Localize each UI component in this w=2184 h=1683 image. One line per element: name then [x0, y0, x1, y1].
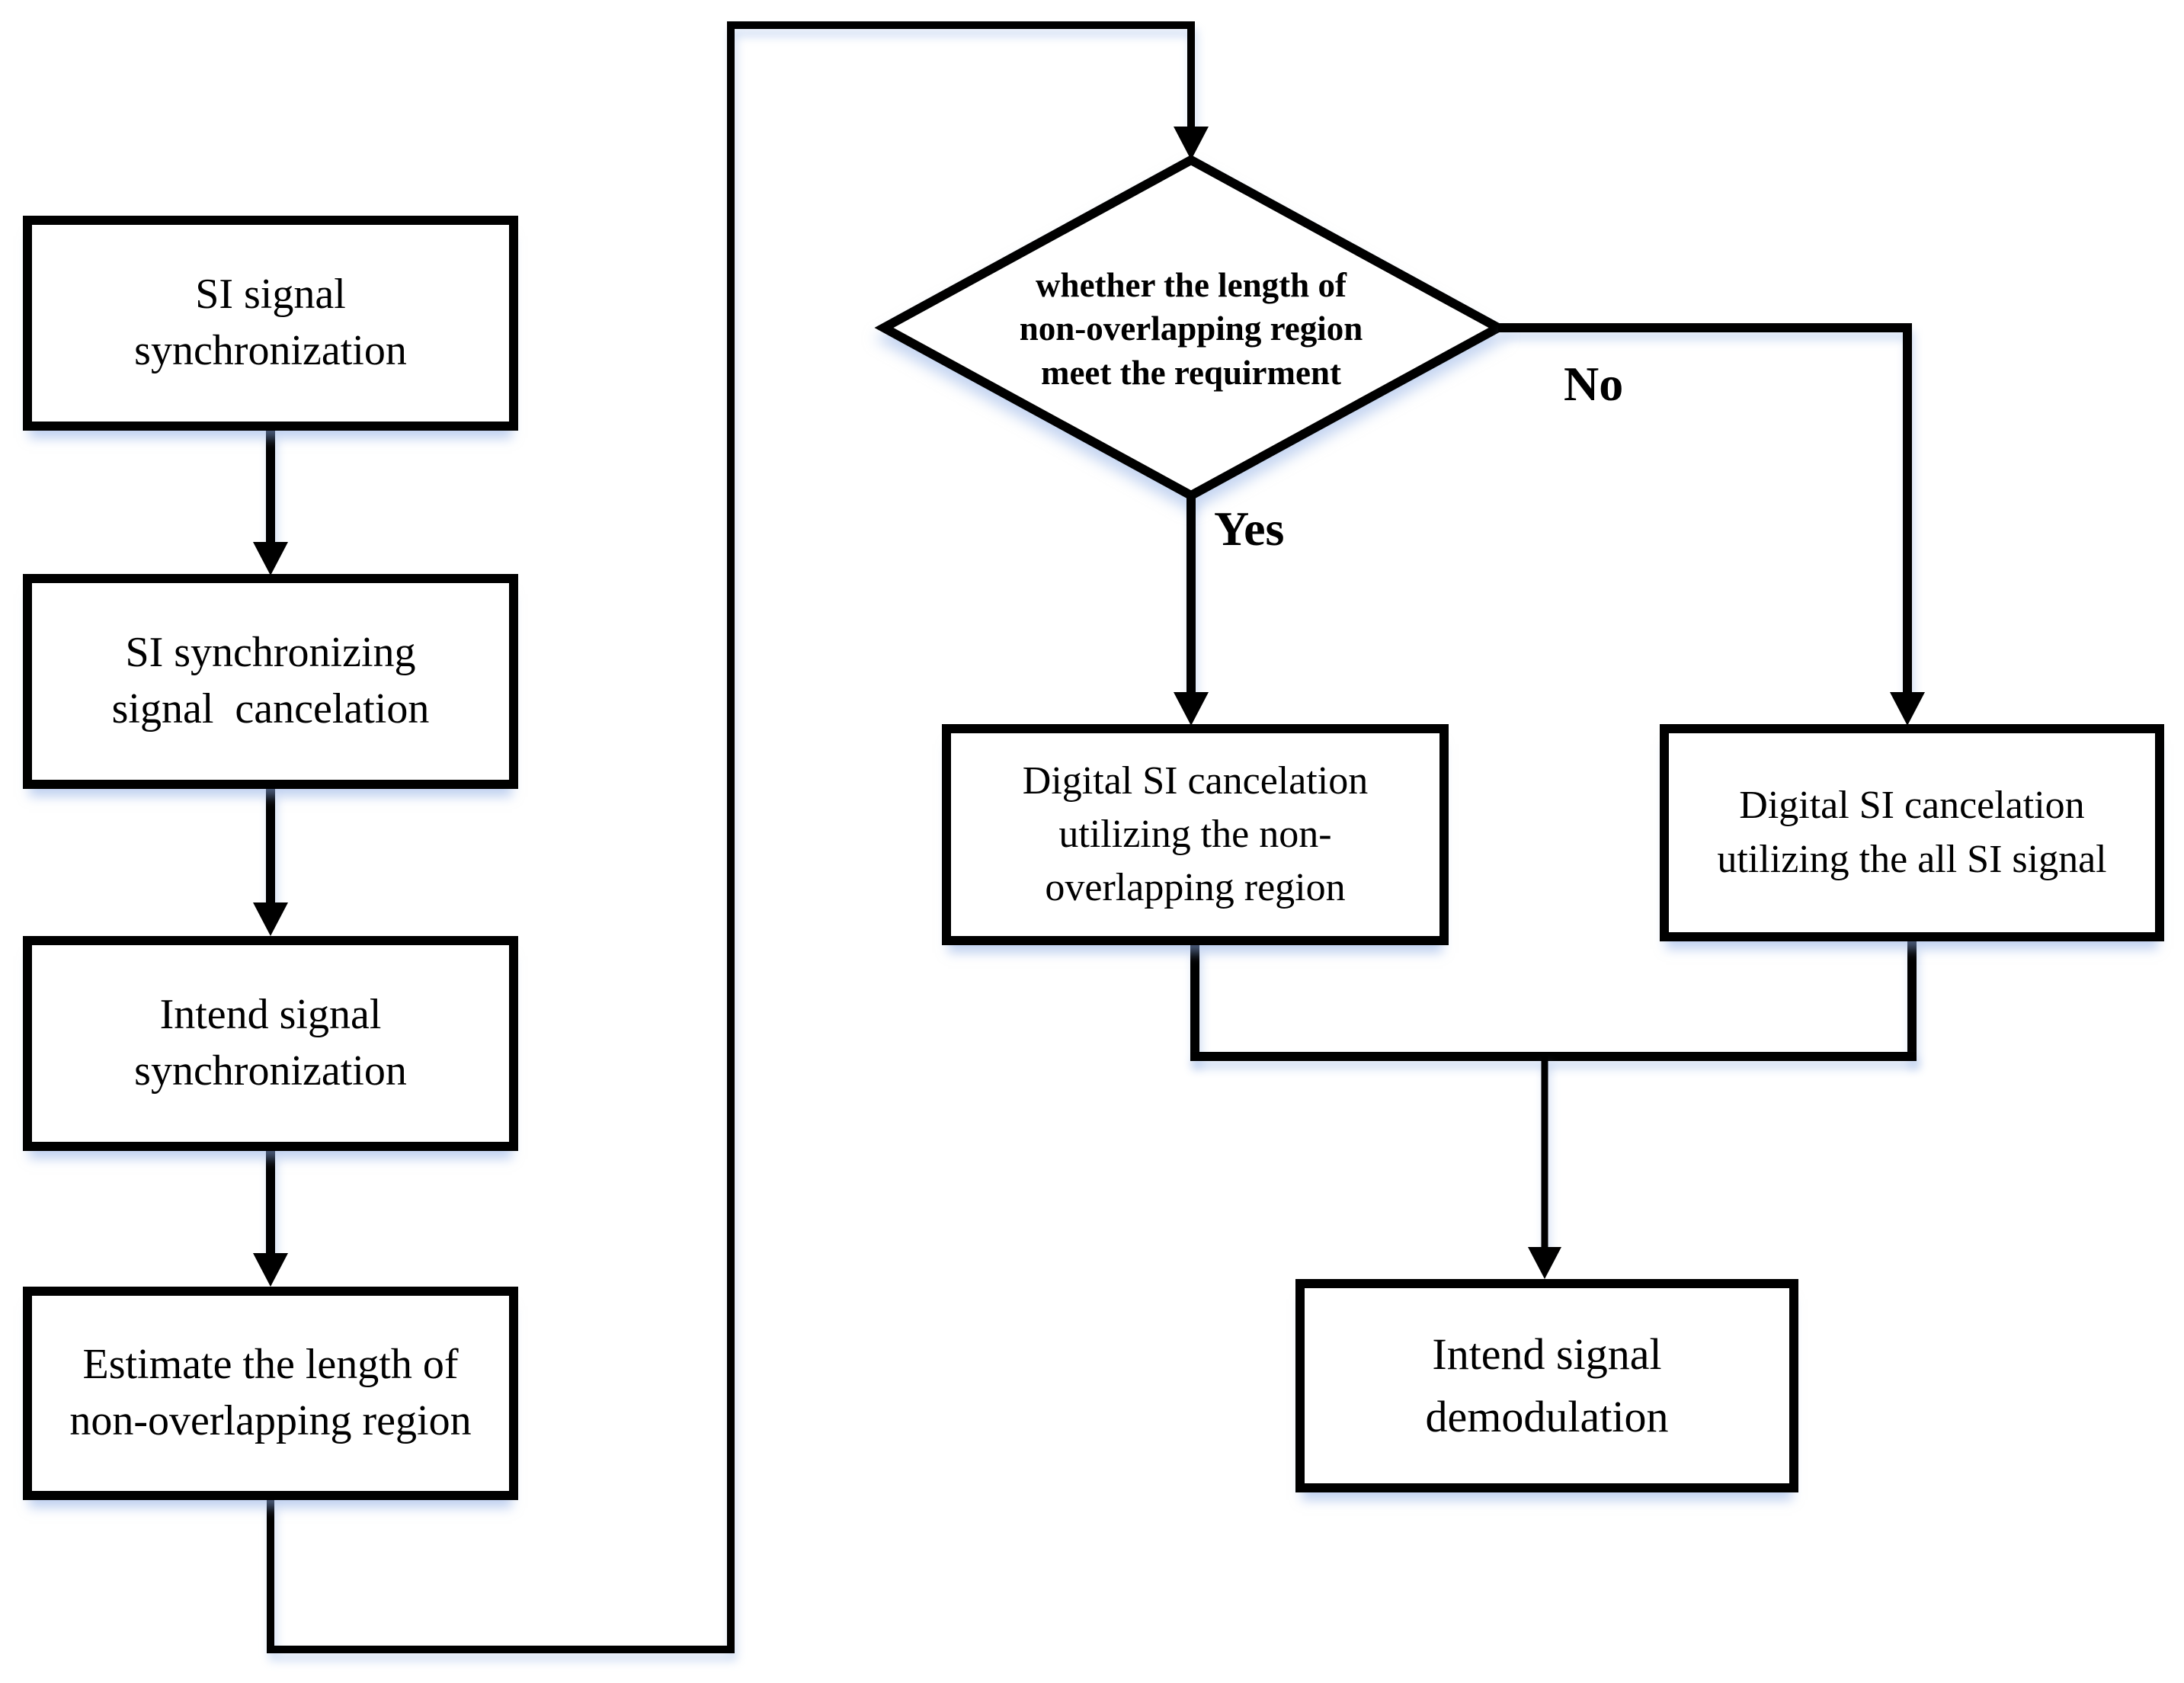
node-label: Digital SI cancelation utilizing the non…	[1022, 758, 1369, 910]
node-intend-signal-synchronization: Intend signal synchronization	[23, 936, 518, 1151]
node-si-signal-synchronization: SI signal synchronization	[23, 216, 518, 431]
edge-estimate-to-decision	[267, 21, 1195, 1653]
no-branch-label: No	[1564, 357, 1624, 411]
arrowhead-demod-box	[1528, 1247, 1561, 1279]
node-digital-si-cancelation-all-signal: Digital SI cancelation utilizing the all…	[1660, 724, 2164, 941]
node-label: SI signal synchronization	[134, 271, 407, 374]
node-label: Estimate the length of non-overlapping r…	[69, 1341, 472, 1444]
node-si-synchronizing-signal-cancelation: SI synchronizing signal cancelation	[23, 574, 518, 789]
arrowhead-box3	[253, 902, 288, 936]
node-label: Digital SI cancelation utilizing the all…	[1717, 784, 2107, 881]
node-label: Intend signal synchronization	[134, 991, 407, 1095]
yes-branch-label: Yes	[1214, 502, 1285, 556]
node-decision-label: whether the length of non-overlapping re…	[1019, 265, 1363, 392]
arrowhead-box4	[253, 1253, 288, 1287]
edge-no	[1498, 323, 1912, 694]
arrowhead-box2	[253, 542, 288, 575]
arrowhead-no-box	[1890, 692, 1925, 726]
node-estimate-length: Estimate the length of non-overlapping r…	[23, 1287, 518, 1500]
arrowhead-yes-box	[1174, 692, 1209, 726]
node-label: SI synchronizing signal cancelation	[111, 629, 430, 733]
arrowhead-decision	[1174, 127, 1209, 160]
node-digital-si-cancelation-non-overlapping: Digital SI cancelation utilizing the non…	[942, 724, 1449, 945]
node-intend-signal-demodulation: Intend signal demodulation	[1295, 1279, 1798, 1492]
node-label: Intend signal demodulation	[1425, 1329, 1669, 1441]
